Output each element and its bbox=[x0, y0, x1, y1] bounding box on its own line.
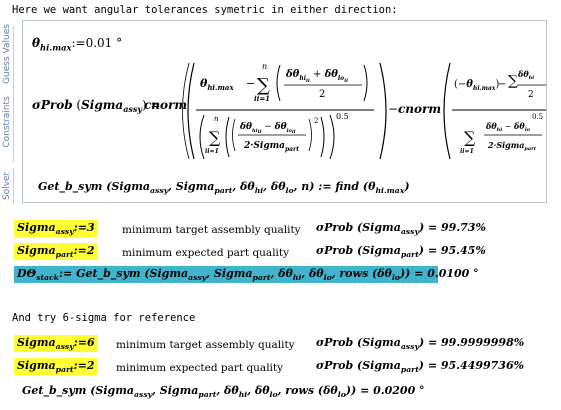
block2-title: And try 6-sigma for reference bbox=[12, 312, 196, 324]
desc-assembly-2: minimum target assembly quality bbox=[116, 339, 295, 351]
den-exp05-1: 0.5 bbox=[336, 112, 349, 121]
tab-solver[interactable]: Solver bbox=[0, 168, 14, 204]
get-b-sym-definition[interactable]: Get_b_sym (Sigmaassy, Sigmapart, δθhi, δ… bbox=[38, 180, 410, 196]
tab-guess-values[interactable]: Guess Values bbox=[0, 24, 14, 84]
paren-num-1r bbox=[363, 64, 368, 102]
frac-two-2: 2 bbox=[528, 90, 534, 100]
sigma-part-2b-input[interactable]: Sigmapart:=2 bbox=[14, 358, 98, 376]
paren-num-1 bbox=[276, 64, 281, 102]
big-paren-left-1 bbox=[187, 62, 195, 160]
den-inner2-paren-1r bbox=[308, 118, 312, 152]
sum-sigma-2: ∑ bbox=[508, 73, 518, 89]
den-sum-n-1: n bbox=[214, 115, 219, 123]
den-sum-from-2: ii=1 bbox=[460, 148, 474, 155]
den-exp05-2: 0.5 bbox=[532, 113, 543, 121]
result-sigma-prob-assy-2: σProb (Sigmaassy) = 99.9999998% bbox=[316, 336, 525, 352]
den-sum-from-1: ii=1 bbox=[205, 148, 219, 155]
big-paren-left-1b bbox=[182, 62, 190, 160]
den-two-sigma-1: 2·Sigmapart bbox=[243, 141, 299, 153]
intro-text: Here we want angular tolerances symetric… bbox=[12, 4, 398, 16]
den-paren-1r bbox=[329, 114, 335, 160]
den-paren-1l bbox=[199, 114, 205, 160]
num-frac-2: δθhi bbox=[517, 69, 534, 81]
result-sigma-prob-assy-1: σProb (Sigmaassy) = 99.73% bbox=[316, 221, 486, 237]
den-num-1: δθhiii − δθloii bbox=[239, 122, 296, 135]
result-sigma-prob-part-1: σProb (Sigmapart) = 95.45% bbox=[316, 244, 486, 260]
solve-block-tabs: Guess Values Constraints Solver bbox=[0, 24, 14, 206]
den-inner-paren-1r bbox=[320, 116, 325, 158]
frac-two-1: 2 bbox=[319, 89, 325, 100]
den-two-sigma-2: 2·Sigmapart bbox=[487, 140, 537, 152]
num-frac-1: δθhiii + δθloii bbox=[285, 69, 348, 84]
theta-definition[interactable]: θhi.max:=0.01 ° bbox=[32, 36, 123, 53]
desc-part-1: minimum expected part quality bbox=[122, 247, 290, 259]
get-b-sym-eval-6sigma[interactable]: Get_b_sym (Sigmaassy, Sigmapart, δθhi, δ… bbox=[22, 384, 425, 400]
sigma-prob-equation[interactable]: σProb (Sigmaassy) = cnorm θhi.max − n ∑ … bbox=[24, 55, 548, 173]
sum-n-1: n bbox=[262, 62, 267, 71]
sigma-part-2-input[interactable]: Sigmapart:=2 bbox=[14, 243, 98, 261]
d-theta-stack-expression[interactable]: DΘstack:= Get_b_sym (Sigmaassy, Sigmapar… bbox=[14, 266, 479, 284]
den-sum-2: ∑ bbox=[464, 128, 476, 147]
minus-1: − bbox=[246, 77, 255, 90]
sigma-assy-6-input[interactable]: Sigmaassy:=6 bbox=[14, 335, 98, 353]
sum-sigma-1: ∑ bbox=[257, 75, 270, 96]
tab-constraints[interactable]: Constraints bbox=[0, 82, 14, 162]
desc-assembly-1: minimum target assembly quality bbox=[122, 224, 301, 236]
minus-2: − bbox=[498, 79, 506, 90]
neg-theta-2: (−θhi.max) bbox=[454, 79, 500, 92]
cnorm-fn-1: cnorm bbox=[144, 98, 187, 112]
solve-block-frame[interactable] bbox=[22, 20, 547, 203]
sigma-prob-lhs: σProb (Sigmaassy) = bbox=[32, 98, 161, 114]
cnorm-fn-2: cnorm bbox=[398, 102, 441, 116]
den-sum-1: ∑ bbox=[209, 128, 221, 147]
desc-part-2: minimum expected part quality bbox=[116, 362, 284, 374]
theta-hi-max-1: θhi.max bbox=[200, 77, 234, 92]
big-paren-right-1 bbox=[379, 62, 387, 160]
minus-between: − bbox=[388, 102, 398, 116]
den-inner-paren-1l bbox=[225, 116, 230, 158]
den-num-2: δθhi − δθlo bbox=[485, 121, 531, 133]
den-exp2-1: 2 bbox=[314, 117, 318, 125]
result-sigma-prob-part-2: σProb (Sigmapart) = 95.4499736% bbox=[316, 359, 525, 375]
sum-from-1: ii=1 bbox=[254, 94, 270, 103]
den-inner2-paren-1l bbox=[232, 118, 236, 152]
sigma-assy-3-input[interactable]: Sigmaassy:=3 bbox=[14, 220, 98, 238]
big-paren-left-2 bbox=[443, 62, 451, 160]
